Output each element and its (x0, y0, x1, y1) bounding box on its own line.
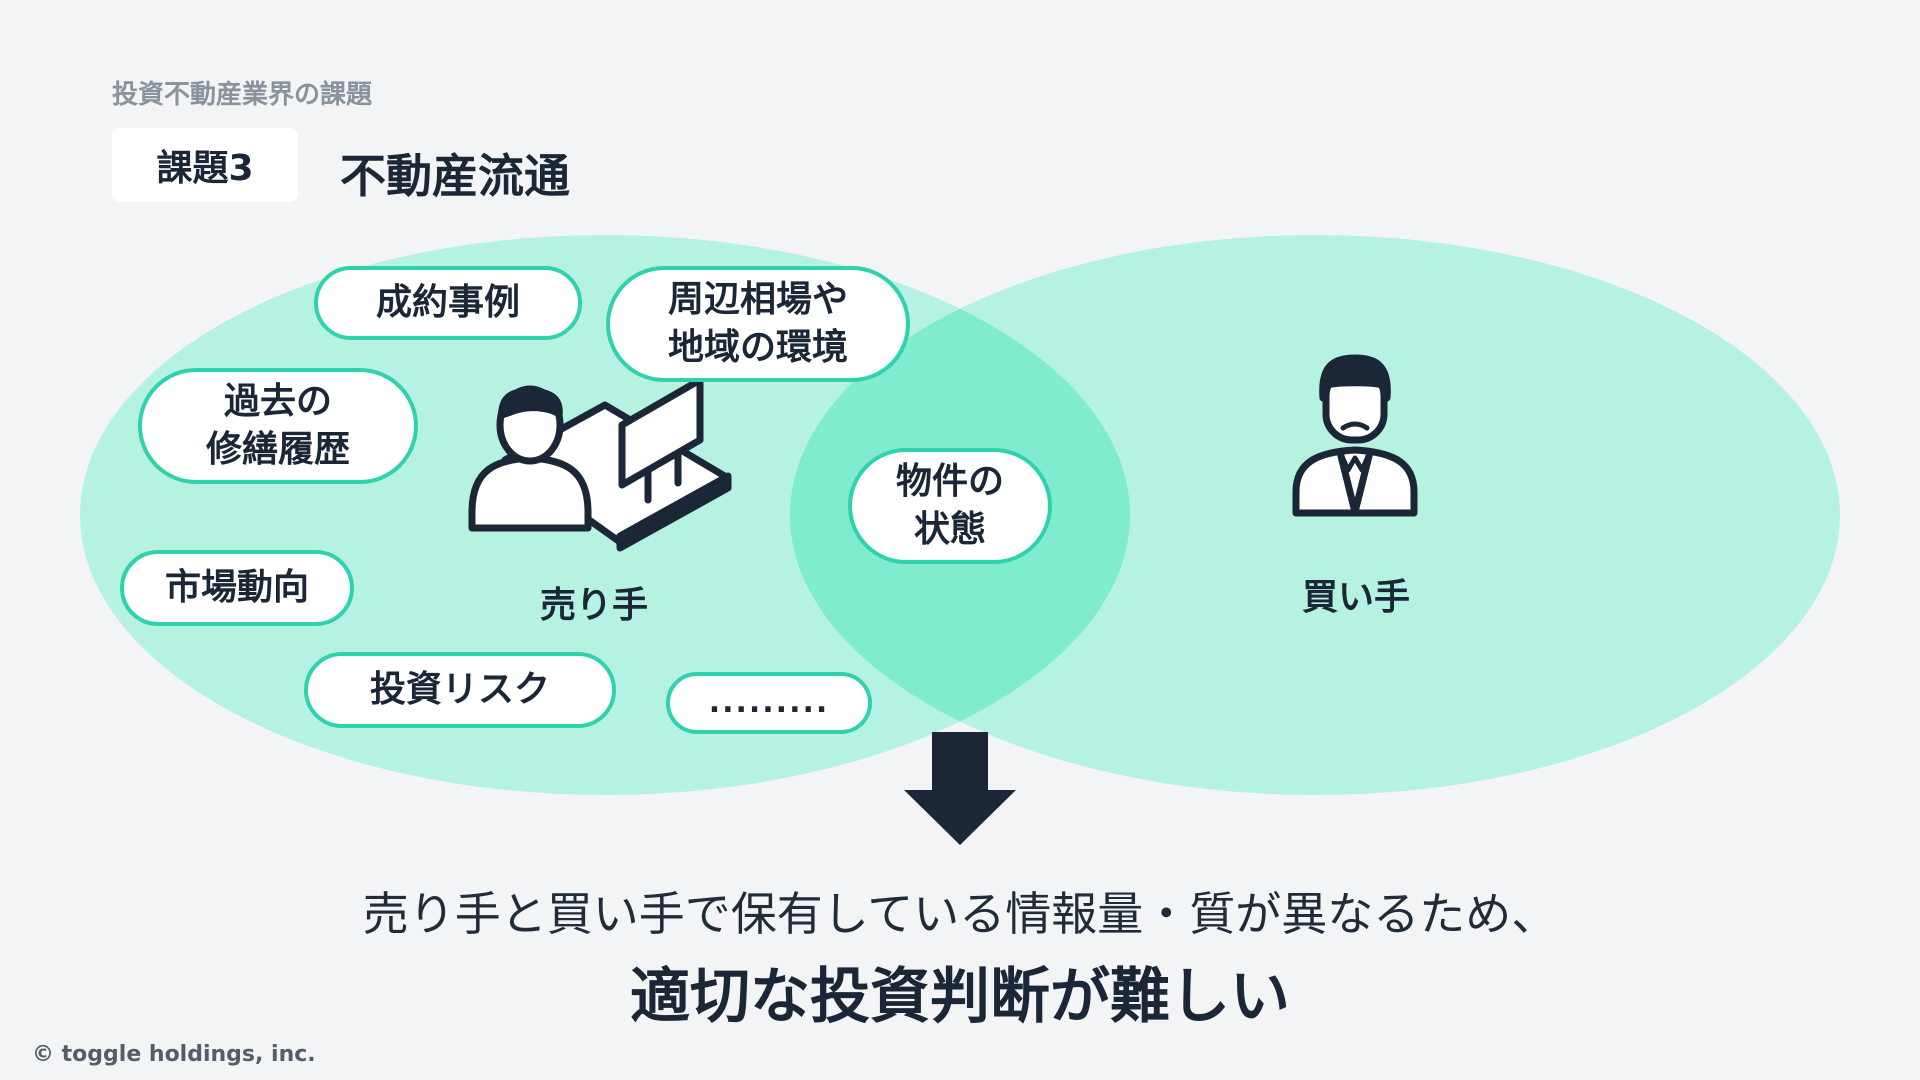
conclusion-line-2: 適切な投資判断が難しい (630, 962, 1290, 1032)
factor-pill-property-condition: 物件の 状態 (848, 448, 1052, 564)
buyer-label: 買い手 (1302, 577, 1411, 618)
factor-pill-area-market: 周辺相場や 地域の環境 (606, 266, 910, 382)
factor-pill-transaction-cases: 成約事例 (314, 266, 582, 340)
overlap-area (790, 235, 1130, 795)
buyer-person-icon (1292, 354, 1418, 517)
down-arrow-icon (904, 732, 1016, 845)
factor-pill-repair-history: 過去の 修繕履歴 (138, 368, 418, 484)
seller-person-icon (468, 385, 592, 532)
factor-pill-market-trends: 市場動向 (120, 550, 354, 626)
copyright-footer: © toggle holdings, inc. (32, 1042, 316, 1067)
conclusion-line-1: 売り手と買い手で保有している情報量・質が異なるため、 (362, 887, 1558, 941)
seller-label: 売り手 (540, 585, 649, 626)
issue-badge: 課題3 (112, 128, 298, 202)
page-title: 不動産流通 (340, 149, 570, 203)
factor-pill-more: ......... (666, 672, 872, 734)
section-eyebrow: 投資不動産業界の課題 (112, 80, 373, 110)
factor-pill-investment-risk: 投資リスク (304, 652, 616, 728)
